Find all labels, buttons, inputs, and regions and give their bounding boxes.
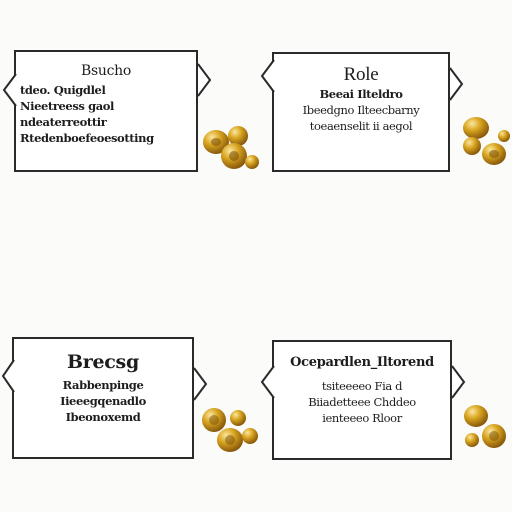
card-title: Bsucho [81, 63, 131, 79]
info-card-bottom-right: Ocepardlen_Iltorend tsiteeeeo Fia d Biia… [272, 340, 452, 460]
callout-notch-right [197, 63, 212, 97]
card-title: Brecsg [67, 351, 139, 373]
card-text-line: Rtedenboefeoesotting [20, 131, 154, 145]
card-text-line: Beeai Ilteldro [319, 87, 403, 101]
card-text-line: ienteeeo Rloor [322, 411, 402, 425]
card-text-line: Rabbenpinge [62, 378, 144, 392]
card-text-line: Iieeegqenadlo [60, 394, 146, 408]
callout-notch-left [260, 59, 275, 93]
card-text-line: toeaenselit ii aegol [309, 119, 413, 133]
info-card-top-left: Bsucho tdeo. Quigdlel Nieetreess gaol nd… [14, 50, 198, 172]
card-text-line: ndeaterreottir [20, 115, 107, 129]
card-text-line: Ibeedgno Ilteecbarny [302, 103, 420, 117]
info-card-top-right: Role Beeai Ilteldro Ibeedgno Ilteecbarny… [272, 52, 450, 172]
info-card-bottom-left: Brecsg Rabbenpinge Iieeegqenadlo Ibeonox… [12, 337, 194, 459]
callout-notch-left [2, 73, 17, 107]
card-text-line: Nieetreess gaol [20, 99, 115, 113]
coins-icon [463, 117, 510, 165]
card-title: Ocepardlen_Iltorend [290, 355, 434, 370]
coins-icon [202, 408, 258, 452]
card-text-line: Biiadetteee Chddeo [308, 395, 416, 409]
card-title: Role [343, 64, 379, 85]
callout-notch-right [449, 67, 464, 101]
card-text-line: Ibeonoxemd [65, 410, 141, 424]
callout-notch-left [1, 359, 15, 393]
callout-notch-right [451, 365, 466, 399]
callout-notch-right [193, 367, 208, 401]
coins-icon [464, 405, 506, 448]
callout-notch-left [260, 365, 275, 399]
card-text-line: tdeo. Quigdlel [20, 83, 106, 97]
coins-icon [203, 126, 259, 169]
card-text-line: tsiteeeeo Fia d [321, 379, 403, 393]
